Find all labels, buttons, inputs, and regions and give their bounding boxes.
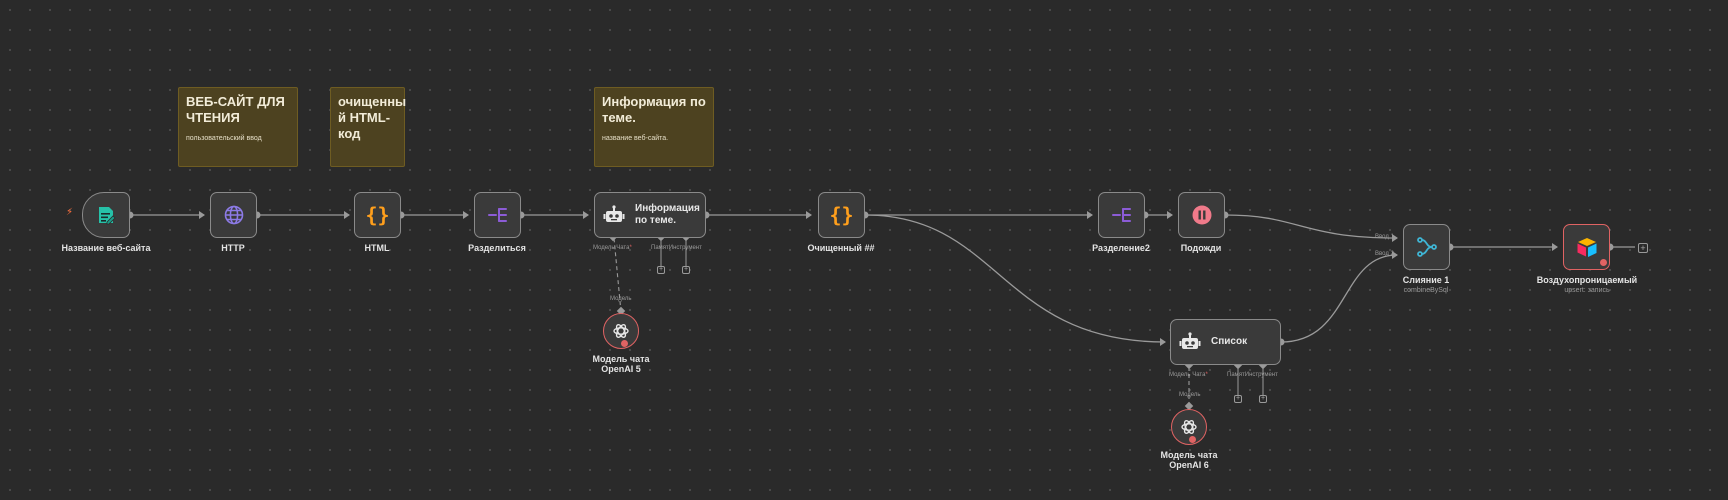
port-input2-label: Ввод 2 bbox=[1375, 251, 1394, 257]
add-tool-button[interactable]: + bbox=[1259, 395, 1267, 403]
node-split2[interactable] bbox=[1098, 192, 1145, 238]
robot-icon bbox=[1179, 331, 1201, 353]
port-model-label: Модель bbox=[610, 296, 632, 302]
sticky-note-website-input[interactable]: ВЕБ-САЙТ ДЛЯ ЧТЕНИЯ пользовательский вво… bbox=[178, 87, 298, 167]
add-tool-button[interactable]: + bbox=[682, 266, 690, 274]
sticky-note-cleaned-html[interactable]: очищенны й HTML-код bbox=[330, 87, 407, 167]
node-openai-chat-model-5[interactable] bbox=[603, 313, 639, 349]
merge-icon bbox=[1416, 236, 1438, 258]
error-badge-icon bbox=[1189, 436, 1196, 443]
node-html[interactable]: {} bbox=[354, 192, 401, 238]
node-label: Подожди bbox=[1180, 243, 1222, 253]
airtable-icon bbox=[1576, 236, 1598, 258]
port-chat-model-label: Модель Чата* bbox=[593, 245, 632, 251]
sticky-note-topic-info[interactable]: Информация по теме. название веб-сайта. bbox=[594, 87, 714, 167]
node-split[interactable] bbox=[474, 192, 521, 238]
split-icon bbox=[487, 204, 509, 226]
node-sublabel: upsert: запись bbox=[1564, 287, 1610, 294]
port-model-label: Модель bbox=[1179, 392, 1201, 398]
split-icon bbox=[1111, 204, 1133, 226]
pause-icon bbox=[1191, 204, 1213, 226]
sticky-title: Информация по теме. bbox=[602, 94, 706, 125]
code-braces-icon: {} bbox=[365, 203, 390, 227]
wire-list-merge bbox=[1280, 254, 1398, 343]
form-icon bbox=[95, 204, 117, 226]
node-label: Очищенный ## bbox=[807, 243, 875, 253]
node-label: Название веб-сайта bbox=[61, 243, 151, 253]
code-braces-icon: {} bbox=[829, 203, 854, 227]
node-label: Слияние 1 bbox=[1402, 275, 1450, 285]
port-memory-tool-label: ПамятИнструмент bbox=[651, 245, 702, 251]
port-memory-tool-label: ПамятИнструмент bbox=[1227, 372, 1278, 378]
port-chat-model-label: Модель Чата* bbox=[1169, 372, 1208, 378]
node-label: HTML bbox=[364, 243, 390, 253]
error-badge-icon bbox=[1600, 259, 1607, 266]
sticky-title: ВЕБ-САЙТ ДЛЯ ЧТЕНИЯ bbox=[186, 94, 285, 125]
openai-icon bbox=[1180, 418, 1198, 436]
node-label: Разделиться bbox=[468, 243, 526, 253]
node-agent-list[interactable]: Список bbox=[1170, 319, 1281, 365]
node-merge[interactable] bbox=[1403, 224, 1450, 270]
error-badge-icon bbox=[621, 340, 628, 347]
node-wait[interactable] bbox=[1178, 192, 1225, 238]
node-airtable[interactable] bbox=[1563, 224, 1610, 270]
node-sublabel: combineBySql bbox=[1403, 287, 1449, 294]
node-inline-label: Информация по теме. bbox=[635, 203, 700, 226]
node-label: Воздухопроницаемый bbox=[1536, 275, 1638, 285]
add-memory-button[interactable]: + bbox=[1234, 395, 1242, 403]
sticky-subtitle: пользовательский ввод bbox=[186, 135, 262, 142]
node-website-name-trigger[interactable] bbox=[82, 192, 130, 238]
sticky-title: очищенны й HTML-код bbox=[338, 94, 407, 141]
wire-wait-merge bbox=[1224, 214, 1398, 239]
trigger-bolt-icon: ⚡ bbox=[66, 207, 74, 218]
node-openai-chat-model-6[interactable] bbox=[1171, 409, 1207, 445]
node-label: HTTP bbox=[221, 243, 245, 253]
openai-icon bbox=[612, 322, 630, 340]
globe-icon bbox=[223, 204, 245, 226]
wire-cleaned-list bbox=[864, 214, 1166, 343]
node-inline-label: Список bbox=[1211, 336, 1248, 347]
add-node-button[interactable]: + bbox=[1638, 243, 1648, 253]
robot-icon bbox=[603, 204, 625, 226]
node-http[interactable] bbox=[210, 192, 257, 238]
node-agent-topic-info[interactable]: Информация по теме. bbox=[594, 192, 706, 238]
node-cleaned[interactable]: {} bbox=[818, 192, 865, 238]
port-input1-label: Ввод 1 bbox=[1375, 234, 1394, 240]
node-label: Разделение2 bbox=[1092, 243, 1150, 253]
wire-openai5-agent bbox=[613, 237, 622, 313]
sticky-subtitle: название веб-сайта. bbox=[602, 135, 669, 142]
add-memory-button[interactable]: + bbox=[657, 266, 665, 274]
